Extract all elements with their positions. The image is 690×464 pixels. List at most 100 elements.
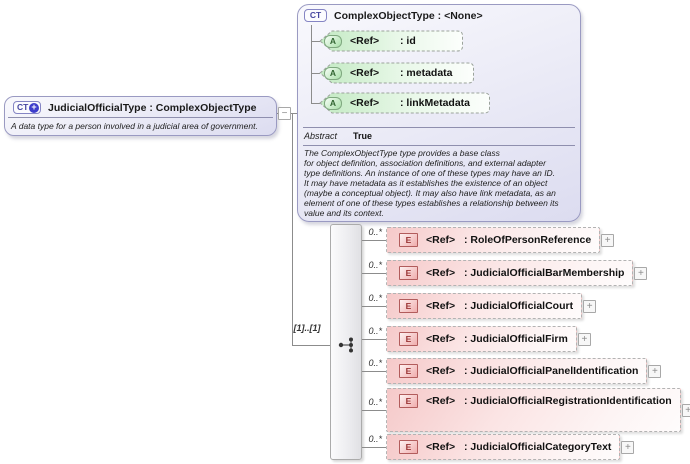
plus-icon: + xyxy=(625,442,631,453)
element-cardinality-label: 0..* xyxy=(368,293,382,303)
attribute-content: A <Ref> : metadata xyxy=(319,62,475,84)
element-icon: E xyxy=(399,266,418,280)
collapse-button[interactable]: − xyxy=(278,107,291,120)
base-type-node[interactable]: CT ComplexObjectType : <None> A <Ref> : … xyxy=(297,4,581,222)
connector-line-element xyxy=(362,273,386,274)
expand-button[interactable]: + xyxy=(621,441,635,454)
element-cardinality-label: 0..* xyxy=(368,326,382,336)
abstract-property-value: True xyxy=(353,131,373,141)
plus-icon: + xyxy=(685,405,690,416)
connector-line-element xyxy=(362,410,386,411)
element-name-label: : RoleOfPersonReference xyxy=(464,234,592,246)
connector-line-element xyxy=(362,306,386,307)
attribute-shape xyxy=(319,30,463,52)
element-cardinality-label: 0..* xyxy=(368,260,382,270)
element-node-judicialofficialregistrationidentification[interactable]: E <Ref> : JudicialOfficialRegistrationId… xyxy=(386,388,690,432)
element-ref-label: <Ref> xyxy=(426,395,456,407)
complex-type-icon: CT xyxy=(304,9,327,22)
element-icon: E xyxy=(399,299,418,313)
attribute-shape xyxy=(319,92,490,114)
plus-badge-icon: + xyxy=(29,103,39,113)
property-divider-top xyxy=(303,127,575,128)
attribute-connector-stub xyxy=(311,41,320,42)
root-type-description: A data type for a person involved in a j… xyxy=(11,121,258,131)
element-cardinality-label: 0..* xyxy=(368,397,382,407)
attribute-node-id[interactable]: A <Ref> : id xyxy=(319,30,464,52)
minus-icon: − xyxy=(281,108,288,119)
sequence-bar[interactable] xyxy=(330,224,362,460)
attribute-icon: A xyxy=(324,34,342,48)
attribute-ref-label: <Ref> xyxy=(350,35,380,47)
sequence-cardinality-label: [1]..[1] xyxy=(293,323,321,333)
expand-button[interactable]: + xyxy=(577,333,591,346)
sequence-icon xyxy=(338,337,353,353)
element-icon: E xyxy=(399,364,418,378)
element-ref-label: <Ref> xyxy=(426,333,456,345)
element-ref-label: <Ref> xyxy=(426,267,456,279)
element-node-judicialofficialcategorytext[interactable]: E <Ref> : JudicialOfficialCategoryText + xyxy=(386,434,635,460)
element-node-judicialofficialfirm[interactable]: E <Ref> : JudicialOfficialFirm + xyxy=(386,326,591,352)
connector-line-to-sequence xyxy=(292,345,330,346)
attribute-connector-stub xyxy=(311,103,320,104)
root-type-title: JudicialOfficialType : ComplexObjectType xyxy=(48,101,257,114)
element-node-judicialofficialpanelidentification[interactable]: E <Ref> : JudicialOfficialPanelIdentific… xyxy=(386,358,662,384)
element-icon: E xyxy=(399,394,418,408)
attribute-node-metadata[interactable]: A <Ref> : metadata xyxy=(319,62,475,84)
attribute-content: A <Ref> : linkMetadata xyxy=(319,92,491,114)
element-cardinality-label: 0..* xyxy=(368,358,382,368)
plus-icon: + xyxy=(604,235,611,246)
complex-type-plus-icon: CT + xyxy=(13,101,41,114)
attribute-node-linkmetadata[interactable]: A <Ref> : linkMetadata xyxy=(319,92,491,114)
attribute-name-label: : metadata xyxy=(400,67,453,79)
element-node-judicialofficialbarmembership[interactable]: E <Ref> : JudicialOfficialBarMembership … xyxy=(386,260,648,286)
attribute-shape xyxy=(319,62,474,84)
connector-line-vertical xyxy=(292,113,293,345)
ct-icon-label: CT xyxy=(309,10,322,21)
element-ref-label: <Ref> xyxy=(426,365,456,377)
base-type-title: ComplexObjectType : <None> xyxy=(334,9,483,22)
connector-line-element xyxy=(362,240,386,241)
element-node-judicialofficialcourt[interactable]: E <Ref> : JudicialOfficialCourt + xyxy=(386,293,597,319)
expand-button[interactable]: + xyxy=(583,300,597,313)
root-type-header: CT + JudicialOfficialType : ComplexObjec… xyxy=(5,97,276,116)
base-type-documentation: The ComplexObjectType type provides a ba… xyxy=(304,148,559,218)
expand-button[interactable]: + xyxy=(634,267,648,280)
attribute-name-label: : linkMetadata xyxy=(400,97,471,109)
element-name-label: : JudicialOfficialFirm xyxy=(464,333,568,345)
property-divider-bottom xyxy=(303,145,575,146)
plus-icon: + xyxy=(586,301,593,312)
element-ref-label: <Ref> xyxy=(426,300,456,312)
element-icon: E xyxy=(399,440,418,454)
attribute-icon: A xyxy=(324,96,342,110)
element-name-label: : JudicialOfficialBarMembership xyxy=(464,267,625,279)
plus-icon: + xyxy=(652,366,658,377)
attribute-ref-label: <Ref> xyxy=(350,97,380,109)
element-cardinality-label: 0..* xyxy=(368,227,382,237)
attribute-connector-stub xyxy=(311,73,320,74)
attribute-ref-label: <Ref> xyxy=(350,67,380,79)
connector-line-element xyxy=(362,447,386,448)
element-ref-label: <Ref> xyxy=(426,441,456,453)
attribute-name-label: : id xyxy=(400,35,416,47)
connector-line-element xyxy=(362,339,386,340)
expand-button[interactable]: + xyxy=(648,365,662,378)
element-name-label: : JudicialOfficialPanelIdentification xyxy=(464,365,639,377)
element-icon: E xyxy=(399,332,418,346)
element-node-roleofpersonreference[interactable]: E <Ref> : RoleOfPersonReference + xyxy=(386,227,615,253)
element-name-label: : JudicialOfficialRegistrationIdentifica… xyxy=(464,395,672,407)
element-ref-label: <Ref> xyxy=(426,234,456,246)
attribute-connector-line xyxy=(311,25,312,104)
element-icon: E xyxy=(399,233,418,247)
root-type-divider xyxy=(8,117,273,118)
plus-icon: + xyxy=(638,268,644,279)
attribute-content: A <Ref> : id xyxy=(319,30,464,52)
root-type-node[interactable]: CT + JudicialOfficialType : ComplexObjec… xyxy=(4,96,277,136)
abstract-property-row: Abstract True xyxy=(304,131,372,141)
element-cardinality-label: 0..* xyxy=(368,434,382,444)
element-name-label: : JudicialOfficialCourt xyxy=(464,300,574,312)
element-name-label: : JudicialOfficialCategoryText xyxy=(464,441,612,453)
expand-button[interactable]: + xyxy=(601,234,615,247)
expand-button[interactable]: + xyxy=(681,404,690,417)
ct-icon-label: CT xyxy=(17,102,29,113)
